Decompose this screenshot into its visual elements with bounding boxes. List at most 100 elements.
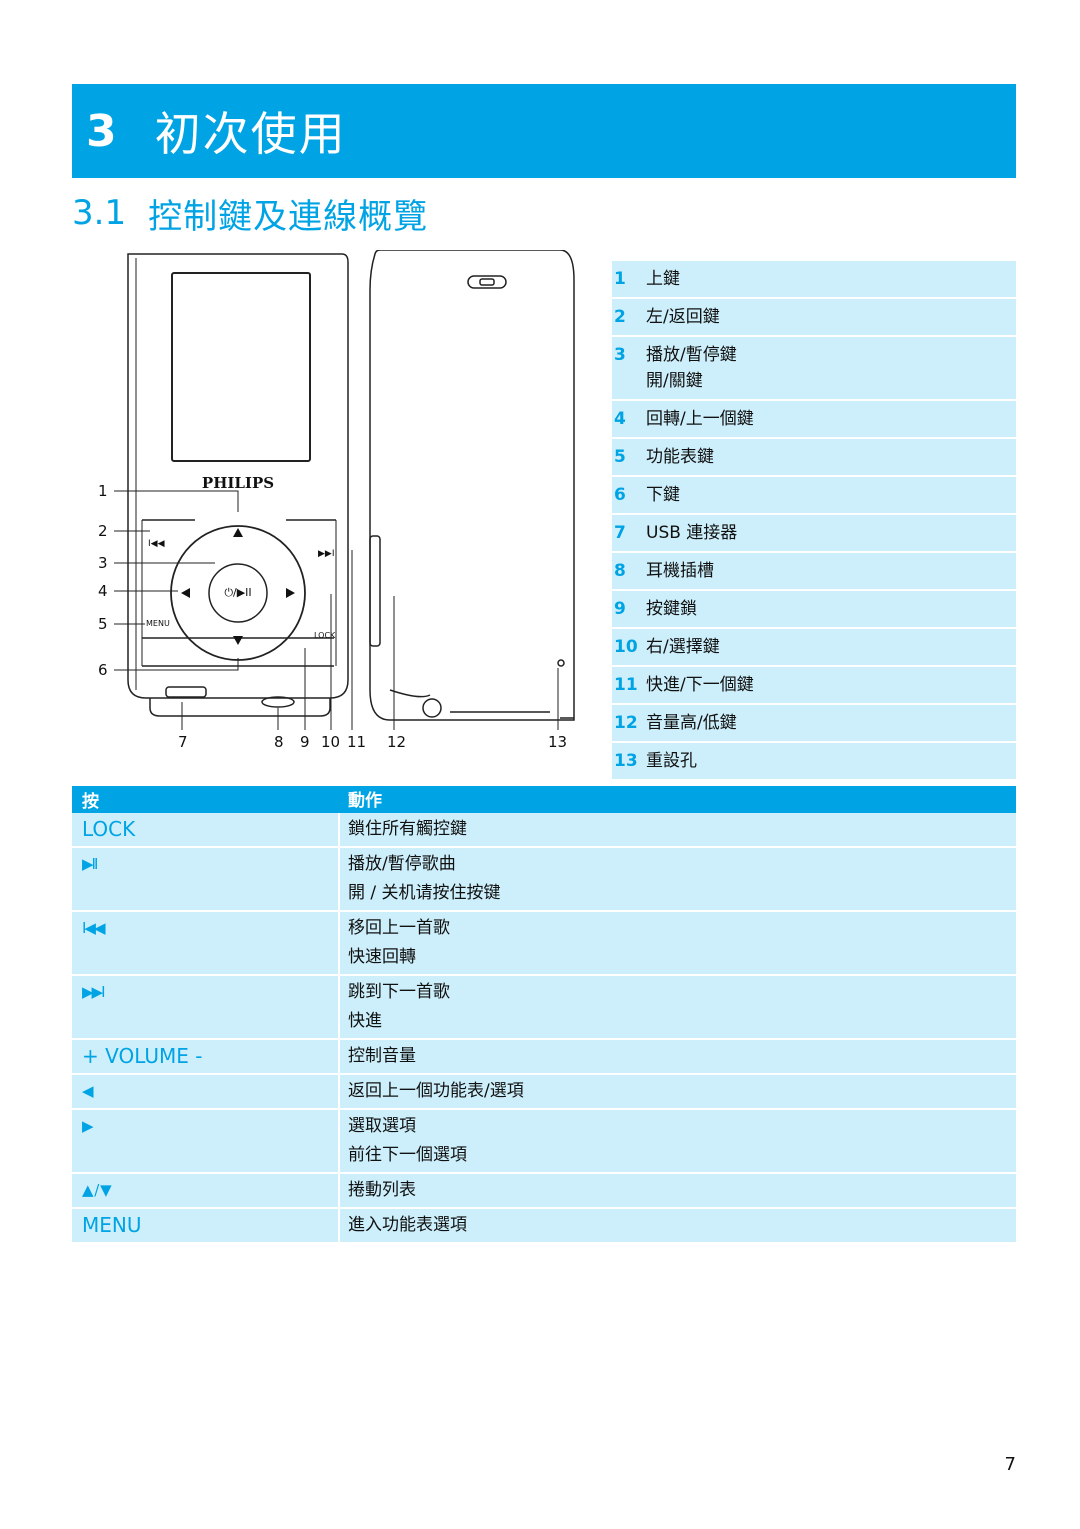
legend-label: 重設孔 [646,751,697,771]
menu-text: MENU [146,619,170,628]
callout-9: 9 [300,733,310,751]
legend-item: 11 快進/下一個鍵 [612,667,1016,705]
action-line: 控制音量 [348,1046,416,1066]
callout-1: 1 [98,482,108,500]
legend-number: 7 [614,523,626,543]
action-line: 前往下一個選項 [348,1145,467,1165]
legend-label: USB 連接器 [646,523,738,543]
table-row: MENU 進入功能表選項 [72,1209,1016,1244]
row-action: 控制音量 [340,1040,1016,1073]
device-diagram: PHILIPS ⏻/▶II MENU LOCK I◀◀ ▶▶I 1 2 3 4 … [98,250,575,751]
action-line: 播放/暫停歌曲 [348,854,456,874]
next-glyph: ▶▶I [318,549,335,559]
row-action: 播放/暫停歌曲開 / 关机请按住按键 [340,848,1016,910]
callout-10: 10 [321,733,340,751]
table-row: + VOLUME - 控制音量 [72,1040,1016,1075]
left-arrow-icon: ◀ [82,1082,93,1100]
action-line: 捲動列表 [348,1180,416,1200]
legend-number: 2 [614,307,626,327]
action-line: 快進 [348,1011,382,1031]
legend-number: 5 [614,447,626,467]
legend-number: 3 [614,345,626,365]
legend-number: 13 [614,751,638,771]
callout-11: 11 [347,733,366,751]
next-icon: ▶▶I [82,983,105,1001]
row-action: 移回上一首歌快速回轉 [340,912,1016,974]
action-line: 開 / 关机请按住按键 [348,883,501,903]
table-header: 按 動作 [72,786,1016,813]
row-key: ▲ / ▼ [72,1174,340,1207]
legend-item: 13 重設孔 [612,743,1016,781]
prev-glyph: I◀◀ [148,539,165,549]
section-heading: 3.1 控制鍵及連線概覽 [72,188,428,238]
callout-13: 13 [548,733,567,751]
action-line: 鎖住所有觸控鍵 [348,819,467,839]
row-key: MENU [72,1209,340,1242]
right-arrow-icon: ▶ [82,1117,93,1135]
row-action: 跳到下一首歌快進 [340,976,1016,1038]
legend-number: 8 [614,561,626,581]
chapter-title: 初次使用 [154,107,347,161]
header-key: 按 [82,792,99,812]
play-pause-icon: ▶II [82,855,98,873]
callout-3: 3 [98,554,108,572]
row-key: ▶II [72,848,340,910]
chapter-number: 3 [86,105,117,157]
legend-label: 下鍵 [646,485,680,505]
table-row: ▶ 選取選項前往下一個選項 [72,1110,1016,1174]
legend-item: 6 下鍵 [612,477,1016,515]
action-line: 選取選項 [348,1116,416,1136]
row-key: ◀ [72,1075,340,1108]
up-down-arrow-icon: ▲ / ▼ [82,1181,112,1199]
callout-2: 2 [98,522,108,540]
callout-5: 5 [98,615,108,633]
controls-table: 按 動作 LOCK 鎖住所有觸控鍵 ▶II 播放/暫停歌曲開 / 关机请按住按键… [72,786,1016,1244]
legend-item: 7 USB 連接器 [612,515,1016,553]
row-action: 捲動列表 [340,1174,1016,1207]
row-key: ▶▶I [72,976,340,1038]
chapter-header: 3 初次使用 [72,84,1016,178]
legend-label: 耳機插槽 [646,561,714,581]
legend-label: 快進/下一個鍵 [646,675,754,695]
legend-label: 按鍵鎖 [646,599,697,619]
legend-number: 12 [614,713,638,733]
legend-label: 播放/暫停鍵開/關鍵 [646,342,1016,394]
table-row: I◀◀ 移回上一首歌快速回轉 [72,912,1016,976]
legend-label-line: 播放/暫停鍵 [646,345,737,365]
legend-item: 3 播放/暫停鍵開/關鍵 [612,337,1016,401]
section-title: 控制鍵及連線概覽 [148,196,429,237]
table-row: ▶II 播放/暫停歌曲開 / 关机请按住按键 [72,848,1016,912]
table-row: ▶▶I 跳到下一首歌快進 [72,976,1016,1040]
legend-label: 左/返回鍵 [646,307,720,327]
action-line: 返回上一個功能表/選項 [348,1081,524,1101]
lock-text: LOCK [314,631,336,640]
brand-logo: PHILIPS [202,474,274,492]
page-number: 7 [1004,1454,1016,1475]
table-row: ▲ / ▼ 捲動列表 [72,1174,1016,1209]
legend-label: 功能表鍵 [646,447,714,467]
legend-number: 1 [614,269,626,289]
legend-label-line: 開/關鍵 [646,371,703,391]
section-number: 3.1 [72,193,127,233]
callout-6: 6 [98,661,108,679]
callout-7: 7 [178,733,188,751]
legend-label: 音量高/低鍵 [646,713,737,733]
legend-number: 6 [614,485,626,505]
legend-number: 11 [614,675,638,695]
legend-item: 8 耳機插槽 [612,553,1016,591]
callout-4: 4 [98,582,108,600]
row-action: 選取選項前往下一個選項 [340,1110,1016,1172]
legend-item: 2 左/返回鍵 [612,299,1016,337]
row-key: ▶ [72,1110,340,1172]
row-key: I◀◀ [72,912,340,974]
legend-number: 10 [614,637,638,657]
action-line: 進入功能表選項 [348,1215,467,1235]
header-action: 動作 [348,791,382,811]
row-action: 鎖住所有觸控鍵 [340,813,1016,846]
legend-item: 5 功能表鍵 [612,439,1016,477]
table-row: ◀ 返回上一個功能表/選項 [72,1075,1016,1110]
